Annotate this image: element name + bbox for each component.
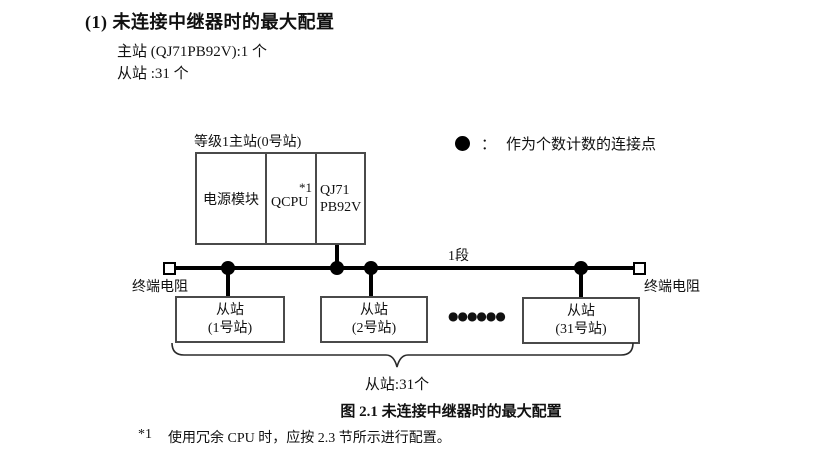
slave-station-number: (31号站) xyxy=(555,321,607,337)
slave-station-number: (2号站) xyxy=(351,320,397,336)
master-count-line: 主站 (QJ71PB92V):1 个 xyxy=(117,44,268,60)
legend-separator: ： xyxy=(481,137,497,153)
pb92v-cell: QJ71 PB92V xyxy=(315,154,364,243)
slave31-drop-line xyxy=(579,270,583,297)
slave-station-box-31: 从站 (31号站) xyxy=(522,297,640,344)
footnote-ref-marker: *1 xyxy=(299,180,312,195)
connection-point-icon xyxy=(221,261,235,275)
connection-point-icon xyxy=(364,261,378,275)
qcpu-label: QCPU xyxy=(271,195,309,210)
pb92v-label-line2: PB92V xyxy=(320,199,362,215)
legend: ： 作为个数计数的连接点 xyxy=(455,133,656,154)
bus-line xyxy=(175,266,634,270)
brace-shape xyxy=(171,342,634,368)
figure-caption: 图 2.1 未连接中继器时的最大配置 xyxy=(340,404,562,420)
footnote-text: 使用冗余 CPU 时，应按 2.3 节所示进行配置。 xyxy=(168,431,451,446)
power-module-cell: 电源模块 xyxy=(197,154,265,243)
master-drop-line xyxy=(335,245,339,267)
slave-label: 从站 xyxy=(360,302,388,318)
connection-point-icon xyxy=(330,261,344,275)
pb92v-label-line1: QJ71 xyxy=(320,182,350,198)
slave-station-box-1: 从站 (1号站) xyxy=(175,296,285,343)
terminator-right-icon xyxy=(633,262,646,275)
slave-count-line: 从站 :31 个 xyxy=(117,66,189,82)
connection-point-icon xyxy=(455,136,470,151)
slave-total-label: 从站:31个 xyxy=(364,377,430,393)
slave-station-box-2: 从站 (2号站) xyxy=(320,296,428,343)
footnote: *1 使用冗余 CPU 时，应按 2.3 节所示进行配置。 xyxy=(138,427,451,447)
slave1-drop-line xyxy=(226,270,230,296)
segment-label: 1段 xyxy=(448,249,469,264)
terminator-right-label: 终端电阻 xyxy=(644,280,700,295)
legend-text: 作为个数计数的连接点 xyxy=(506,137,657,153)
master-station-label: 等级1主站(0号站) xyxy=(194,135,302,150)
section-heading: (1) 未连接中继器时的最大配置 xyxy=(85,12,335,32)
power-module-label: 电源模块 xyxy=(203,192,259,208)
connection-point-icon xyxy=(574,261,588,275)
slave-station-number: (1号站) xyxy=(207,320,253,336)
footnote-marker: *1 xyxy=(138,427,152,442)
terminator-left-icon xyxy=(163,262,176,275)
terminator-left-label: 终端电阻 xyxy=(132,280,188,295)
ellipsis-dots: ●●●●●● xyxy=(448,309,506,323)
slave-label: 从站 xyxy=(567,303,595,319)
master-station-box: 电源模块 *1 QCPU QJ71 PB92V xyxy=(195,152,366,245)
slave2-drop-line xyxy=(369,270,373,296)
slave-label: 从站 xyxy=(216,302,244,318)
qcpu-cell: *1 QCPU xyxy=(265,154,315,243)
